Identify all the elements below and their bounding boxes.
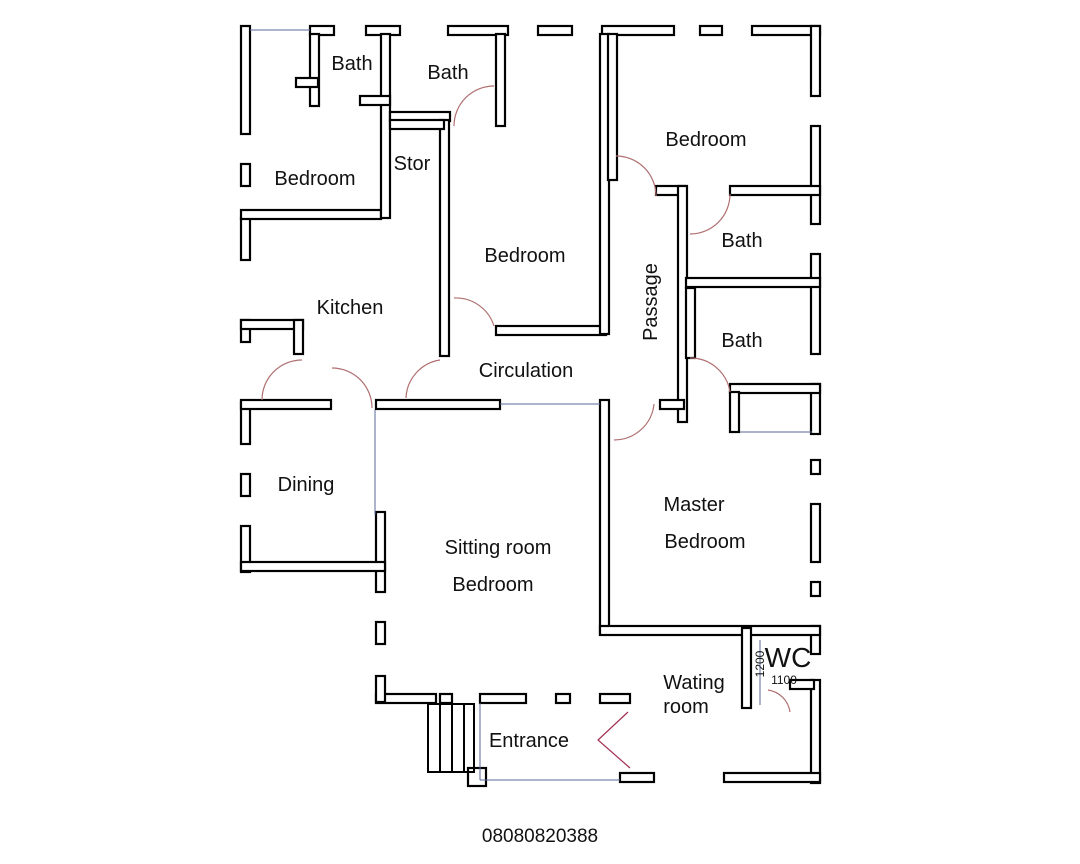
wall-bottom-mid bbox=[618, 771, 656, 784]
label-stor: Stor bbox=[394, 153, 431, 175]
wall-east-1 bbox=[809, 24, 822, 98]
wall-sitting-bottom-2 bbox=[478, 692, 528, 705]
wall-wc-stub bbox=[788, 678, 816, 691]
door-arc bbox=[331, 367, 373, 409]
door-arc bbox=[689, 357, 731, 393]
wall-bath-right bbox=[494, 32, 507, 128]
door-arc bbox=[453, 85, 495, 127]
wall-dining-top bbox=[239, 398, 333, 411]
wall-sitting-bottom-3 bbox=[554, 692, 572, 705]
wall-west-2 bbox=[239, 216, 252, 262]
wall-bedroom-west bbox=[606, 32, 619, 182]
label-bedroom-topright: Bedroom bbox=[665, 129, 746, 151]
label-entrance: Entrance bbox=[489, 730, 569, 752]
wall-top-4 bbox=[536, 24, 574, 37]
label-circulation: Circulation bbox=[479, 360, 573, 382]
wall-wc-west bbox=[740, 626, 753, 710]
label-dining: Dining bbox=[278, 474, 335, 496]
wall-east-3 bbox=[809, 252, 822, 356]
wall-sitting-west-1 bbox=[374, 510, 387, 594]
label-bath-right2: Bath bbox=[721, 330, 762, 352]
wall-east-5 bbox=[809, 458, 822, 476]
label-master-bedroom: Bedroom bbox=[664, 531, 745, 553]
window-sitting-1 bbox=[438, 692, 454, 705]
room-labels: Bath Bath Bedroom Stor Bedroom Kitchen C… bbox=[274, 53, 811, 752]
wall-stor-top bbox=[388, 118, 446, 131]
thin-lines bbox=[250, 29, 812, 781]
label-master: Master bbox=[663, 494, 724, 516]
wall-bath1-top2 bbox=[728, 184, 822, 197]
wall-sitting-top bbox=[374, 398, 502, 411]
wall-master-bottom bbox=[598, 624, 822, 637]
window-west-1 bbox=[239, 162, 252, 188]
wall-sitting-west-3 bbox=[374, 674, 387, 704]
wall-master-west bbox=[598, 398, 611, 636]
wall-passage-bottom bbox=[658, 398, 686, 411]
wc-dimension-vertical: 1200 bbox=[753, 650, 767, 677]
column-post bbox=[466, 766, 488, 788]
wall-bath-divider bbox=[684, 276, 822, 289]
wall-top-6 bbox=[698, 24, 724, 37]
wall-top-5 bbox=[600, 24, 676, 37]
wall-bath2-west bbox=[684, 286, 697, 360]
label-bath-topleft: Bath bbox=[331, 53, 372, 75]
label-sitting-room: Sitting room bbox=[445, 537, 552, 559]
wc-dimension-horizontal: 1100 bbox=[771, 673, 797, 687]
label-bedroom-topleft: Bedroom bbox=[274, 168, 355, 190]
wall-bath2-stub bbox=[728, 390, 741, 434]
wall-west-top bbox=[239, 24, 252, 136]
wall-bath-left bbox=[308, 32, 321, 108]
wall-dining-bottom bbox=[239, 560, 387, 573]
wall-bed-kitchen bbox=[239, 208, 383, 221]
window-west-2 bbox=[239, 472, 252, 498]
door-arc bbox=[261, 359, 303, 401]
wall-east-6 bbox=[809, 502, 822, 564]
wall-bed-stor bbox=[379, 32, 392, 220]
contact-number: 08080820388 bbox=[481, 826, 599, 847]
door-arc bbox=[689, 193, 731, 235]
label-kitchen: Kitchen bbox=[317, 297, 384, 319]
wall-sitting-west-2 bbox=[374, 620, 387, 646]
label-bath-top: Bath bbox=[427, 62, 468, 84]
wall-east-2 bbox=[809, 124, 822, 226]
entrance-steps bbox=[427, 703, 475, 773]
wall-kitchen-stub bbox=[292, 318, 305, 356]
wall-top-3 bbox=[446, 24, 510, 37]
door-arc bbox=[613, 403, 655, 441]
door-arc bbox=[405, 359, 441, 399]
door-arc bbox=[767, 689, 791, 713]
door-arc bbox=[615, 155, 657, 197]
entrance-door bbox=[597, 711, 631, 769]
wall-east-7 bbox=[809, 580, 822, 598]
wall-east-9 bbox=[809, 678, 822, 785]
label-bath-right1: Bath bbox=[721, 230, 762, 252]
interior-walls bbox=[239, 32, 822, 788]
walls bbox=[239, 24, 822, 785]
label-passage: Passage bbox=[640, 263, 662, 341]
wall-bath-stub bbox=[294, 76, 320, 89]
wall-bath-stub2 bbox=[358, 94, 392, 107]
wall-sitting-bottom-4 bbox=[598, 692, 632, 705]
wall-stor-kitchen bbox=[438, 118, 451, 358]
wall-top-7 bbox=[750, 24, 822, 37]
wall-passage-west bbox=[598, 32, 611, 336]
wall-bath2-bottom bbox=[728, 382, 822, 395]
door-arc bbox=[453, 297, 495, 327]
label-sitting-bedroom: Bedroom bbox=[452, 574, 533, 596]
label-bedroom-center: Bedroom bbox=[484, 245, 565, 267]
wall-bottom-right bbox=[722, 771, 822, 784]
label-wc: WC bbox=[765, 642, 812, 673]
wall-bed-bottom bbox=[494, 324, 608, 337]
label-waiting: Wating bbox=[663, 672, 725, 694]
doors bbox=[261, 85, 791, 769]
label-waiting-room: room bbox=[663, 696, 709, 718]
